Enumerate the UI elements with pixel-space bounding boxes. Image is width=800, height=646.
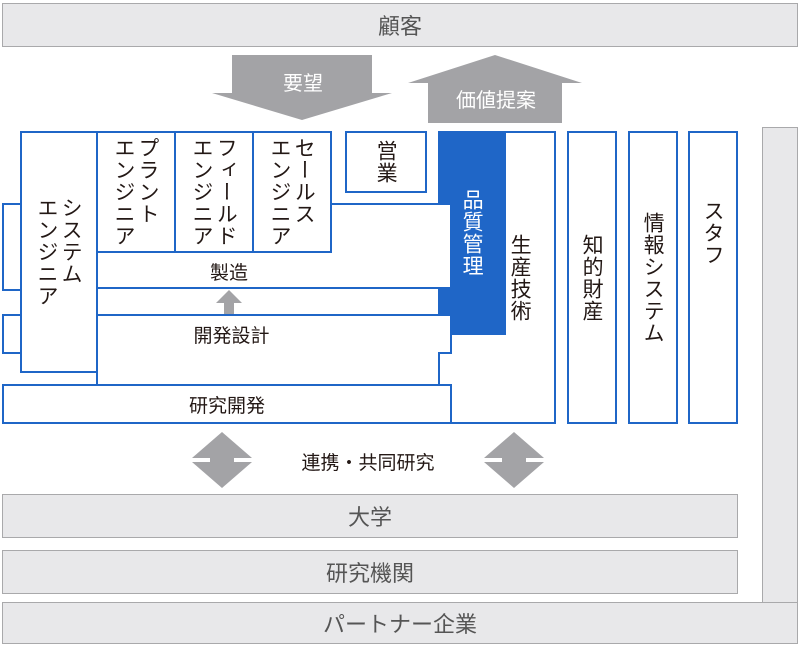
quality-control-label: 品質管理 [460,189,485,277]
sales-box: 営業 [345,131,427,193]
sales-engineer-box: セールス エンジニア [252,131,332,253]
university-label: 大学 [347,506,392,531]
value-proposal-label: 価値提案 [456,87,536,112]
university-bar: 大学 [2,494,738,538]
research-institute-bar: 研究機関 [2,550,738,594]
development-design-box: 開発設計 [96,314,452,354]
system-engineer-label: システム エンジニア [35,197,84,307]
small-up-arrow-icon [216,290,242,315]
field-engineer-box: フィールド エンジニア [174,131,254,253]
research-development-box: 研究開発 [2,384,452,424]
manufacturing-label: 製造 [209,261,248,284]
staff-label: スタフ [701,199,726,266]
research-institute-label: 研究機関 [325,562,414,587]
partner-company-bar: パートナー企業 [2,602,798,644]
plant-engineer-box: プラント エンジニア [96,131,176,253]
sales-label: 営業 [374,140,399,184]
partner-company-label: パートナー企業 [322,613,477,638]
plant-engineer-label: プラント エンジニア [112,137,161,247]
partner-column [762,127,798,607]
customer-label: 顧客 [377,15,422,40]
customer-bar: 顧客 [2,3,798,47]
double-arrow-icon [484,432,544,488]
field-engineer-label: フィールド エンジニア [190,137,239,247]
request-label: 要望 [283,70,323,95]
information-system-column: 情報システム [628,131,678,424]
double-arrow-icon [192,432,252,488]
development-design-label: 開発設計 [193,324,270,347]
intellectual-property-label: 知的財産 [580,233,605,322]
up-arrow-icon [408,55,582,123]
research-development-label: 研究開発 [188,394,265,417]
information-system-label: 情報システム [641,211,666,344]
intellectual-property-column: 知的財産 [567,131,617,424]
sales-engineer-label: セールス エンジニア [268,137,317,247]
staff-column: スタフ [688,131,738,424]
connector-box [96,352,440,386]
system-engineer-box: システム エンジニア [20,131,98,373]
production-engineering-label: 生産技術 [508,233,533,322]
collaboration-label: 連携・共同研究 [301,451,435,474]
down-arrow-icon [212,55,392,120]
